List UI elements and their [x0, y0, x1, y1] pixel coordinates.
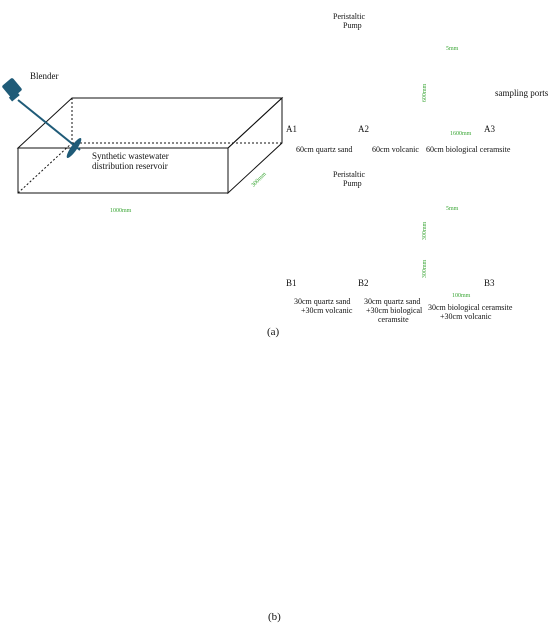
column-B2-caption-line2: +30cm biological — [366, 306, 423, 315]
pump-bottom-label-line1: Peristaltic — [333, 170, 365, 179]
B3-dim-upper: 300mm — [422, 221, 429, 241]
pump-top-label-line1: Peristaltic — [333, 12, 365, 21]
column-B2-id: B2 — [358, 278, 369, 288]
pump-bottom-label-line2: Pump — [343, 179, 362, 188]
B3-dim-bottom: 100mm — [452, 293, 471, 299]
dim-length-label: 1000mm — [110, 208, 132, 214]
column-B1-caption-line1: 30cm quartz sand — [294, 297, 351, 306]
B3-dim-top: 5mm — [446, 206, 459, 212]
A3-dim-mid: 600mm — [422, 83, 429, 103]
A3-dim-bottom: 1600mm — [450, 131, 472, 137]
column-A2-caption: 60cm volcanic — [372, 145, 419, 154]
pump-top-label-line2: Pump — [343, 21, 362, 30]
column-B3-caption-line1: 30cm biological ceramsite — [428, 303, 513, 312]
column-A2-id: A2 — [358, 124, 369, 134]
reservoir-box — [16, 96, 284, 195]
column-B1-caption-line2: +30cm volcanic — [301, 306, 353, 315]
B3-dim-lower: 300mm — [422, 259, 429, 279]
column-A1-caption: 60cm quartz sand — [296, 145, 353, 154]
caption-b: (b) — [268, 611, 281, 623]
caption-a: (a) — [267, 326, 280, 338]
reservoir-label-line1: Synthetic wastewater — [92, 151, 169, 161]
column-A3-id: A3 — [484, 124, 495, 134]
column-A3-caption: 60cm biological ceramsite — [426, 145, 511, 154]
sampling-ports-label: sampling ports — [495, 88, 549, 98]
column-B3-id: B3 — [484, 278, 495, 288]
column-A1-id: A1 — [286, 124, 297, 134]
reservoir-label-line2: distribution reservoir — [92, 161, 168, 171]
blender-icon — [2, 78, 82, 158]
column-B1-id: B1 — [286, 278, 297, 288]
column-B2-caption-line3: ceramsite — [378, 315, 409, 324]
dim-height-label: 300mm — [0, 163, 3, 183]
A3-dim-top: 5mm — [446, 46, 459, 52]
column-B3-caption-line2: +30cm volcanic — [440, 312, 492, 321]
column-B2-caption-line1: 30cm quartz sand — [364, 297, 421, 306]
blender-label: Blender — [30, 71, 59, 81]
